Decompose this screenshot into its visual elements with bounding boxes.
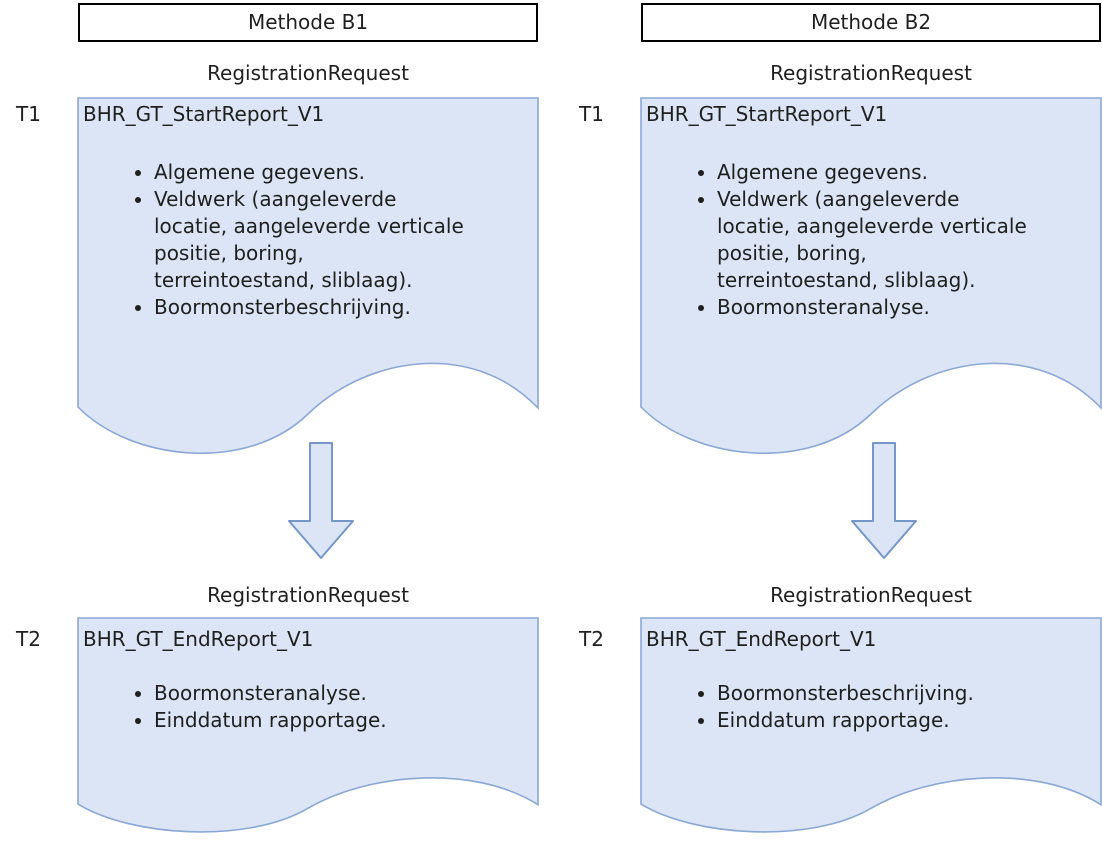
document-title: BHR_GT_EndReport_V1	[646, 627, 877, 651]
bullet-item: Veldwerk (aangeleverde locatie, aangelev…	[717, 186, 1027, 294]
method-column-b2: Methode B2 RegistrationRequest T1 BHR_GT…	[579, 0, 1101, 842]
bullet-line: Einddatum rapportage.	[717, 708, 950, 732]
document-wave-shape	[78, 618, 538, 833]
time-label-t1: T1	[16, 102, 41, 126]
bullet-item: Boormonsteranalyse.	[154, 680, 387, 707]
document-wave-shape	[78, 98, 538, 455]
down-arrow-icon	[288, 442, 354, 559]
bullet-line: Boormonsterbeschrijving.	[717, 681, 974, 705]
time-label-t2: T2	[16, 627, 41, 651]
bullet-line: terreintoestand, sliblaag).	[154, 268, 413, 292]
bullet-item: Einddatum rapportage.	[717, 707, 974, 734]
document-title: BHR_GT_StartReport_V1	[646, 102, 888, 126]
bullet-line: positie, boring,	[717, 241, 867, 265]
bullet-line: locatie, aangeleverde verticale	[154, 214, 464, 238]
method-header: Methode B2	[641, 3, 1101, 42]
bullet-line: positie, boring,	[154, 241, 304, 265]
bullet-item: Boormonsterbeschrijving.	[154, 294, 464, 321]
bullet-item: Veldwerk (aangeleverde locatie, aangelev…	[154, 186, 464, 294]
registration-request-label: RegistrationRequest	[207, 583, 409, 607]
registration-request-label: RegistrationRequest	[770, 61, 972, 85]
bullet-line: locatie, aangeleverde verticale	[717, 214, 1027, 238]
bullet-line: Boormonsterbeschrijving.	[154, 295, 411, 319]
document-title: BHR_GT_StartReport_V1	[83, 102, 325, 126]
bullet-line: Algemene gegevens.	[717, 160, 928, 184]
bullet-line: terreintoestand, sliblaag).	[717, 268, 976, 292]
bullet-item: Boormonsteranalyse.	[717, 294, 1027, 321]
method-header-label: Methode B1	[247, 10, 369, 34]
down-arrow-icon	[851, 442, 917, 559]
method-header-label: Methode B2	[810, 10, 932, 34]
bullet-line: Boormonsteranalyse.	[154, 681, 367, 705]
bullet-line: Veldwerk (aangeleverde	[717, 187, 960, 211]
bullet-line: Algemene gegevens.	[154, 160, 365, 184]
bullet-list: Algemene gegevens. Veldwerk (aangeleverd…	[78, 159, 464, 321]
document-node-t2: BHR_GT_EndReport_V1 Boormonsteranalyse. …	[78, 618, 538, 833]
document-node-t1: BHR_GT_StartReport_V1 Algemene gegevens.…	[78, 98, 538, 455]
method-header: Methode B1	[78, 3, 538, 42]
bullet-item: Einddatum rapportage.	[154, 707, 387, 734]
bullet-list: Boormonsteranalyse. Einddatum rapportage…	[78, 680, 387, 734]
bullet-list: Algemene gegevens. Veldwerk (aangeleverd…	[641, 159, 1027, 321]
bullet-item: Algemene gegevens.	[717, 159, 1027, 186]
document-node-t1: BHR_GT_StartReport_V1 Algemene gegevens.…	[641, 98, 1101, 455]
bullet-line: Einddatum rapportage.	[154, 708, 387, 732]
document-wave-shape	[641, 618, 1101, 833]
time-label-t1: T1	[579, 102, 604, 126]
bullet-item: Algemene gegevens.	[154, 159, 464, 186]
bullet-list: Boormonsterbeschrijving. Einddatum rappo…	[641, 680, 974, 734]
document-node-t2: BHR_GT_EndReport_V1 Boormonsterbeschrijv…	[641, 618, 1101, 833]
bullet-item: Boormonsterbeschrijving.	[717, 680, 974, 707]
bullet-line: Veldwerk (aangeleverde	[154, 187, 397, 211]
time-label-t2: T2	[579, 627, 604, 651]
registration-request-label: RegistrationRequest	[207, 61, 409, 85]
document-wave-shape	[641, 98, 1101, 455]
method-column-b1: Methode B1 RegistrationRequest T1 BHR_GT…	[16, 0, 538, 842]
bullet-line: Boormonsteranalyse.	[717, 295, 930, 319]
registration-request-label: RegistrationRequest	[770, 583, 972, 607]
document-title: BHR_GT_EndReport_V1	[83, 627, 314, 651]
